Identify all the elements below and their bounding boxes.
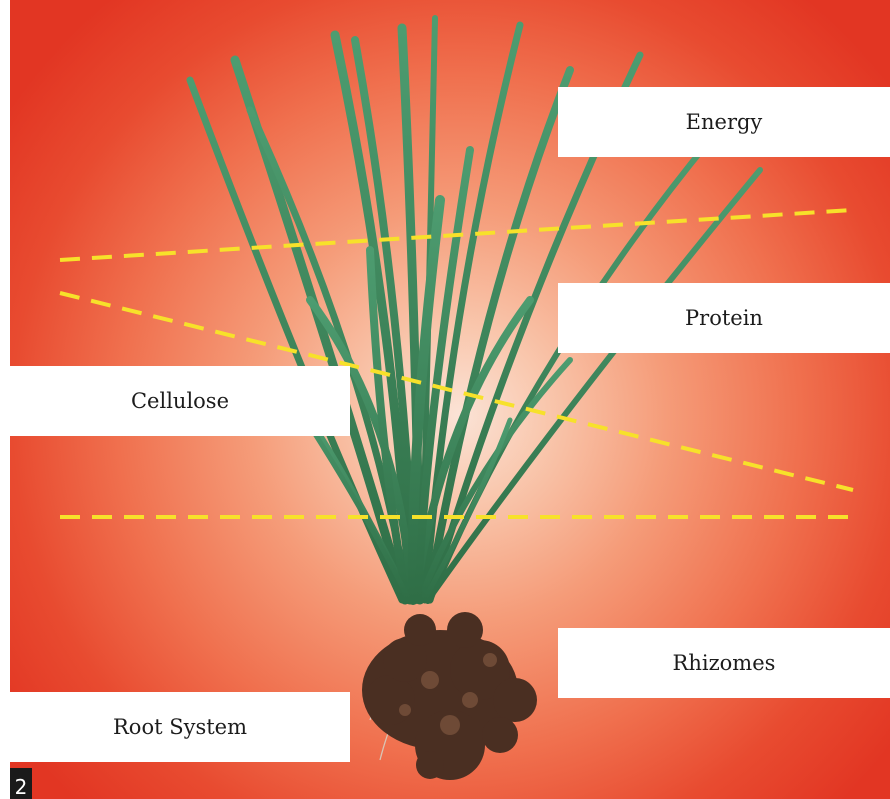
label-cellulose-text: Cellulose	[131, 389, 229, 413]
label-root-system: Root System	[10, 692, 350, 762]
label-energy: Energy	[558, 87, 890, 157]
root-ball	[362, 612, 537, 780]
diagram-canvas: Energy Protein Cellulose Rhizomes Root S…	[10, 0, 890, 799]
label-energy-text: Energy	[686, 110, 763, 134]
label-protein: Protein	[558, 283, 890, 353]
label-root-system-text: Root System	[113, 715, 247, 739]
label-cellulose: Cellulose	[10, 366, 350, 436]
label-rhizomes-text: Rhizomes	[673, 651, 776, 675]
page-margin	[0, 0, 10, 799]
page-number-badge: 2	[10, 768, 32, 799]
label-protein-text: Protein	[685, 306, 763, 330]
page-number: 2	[15, 777, 28, 797]
label-rhizomes: Rhizomes	[558, 628, 890, 698]
